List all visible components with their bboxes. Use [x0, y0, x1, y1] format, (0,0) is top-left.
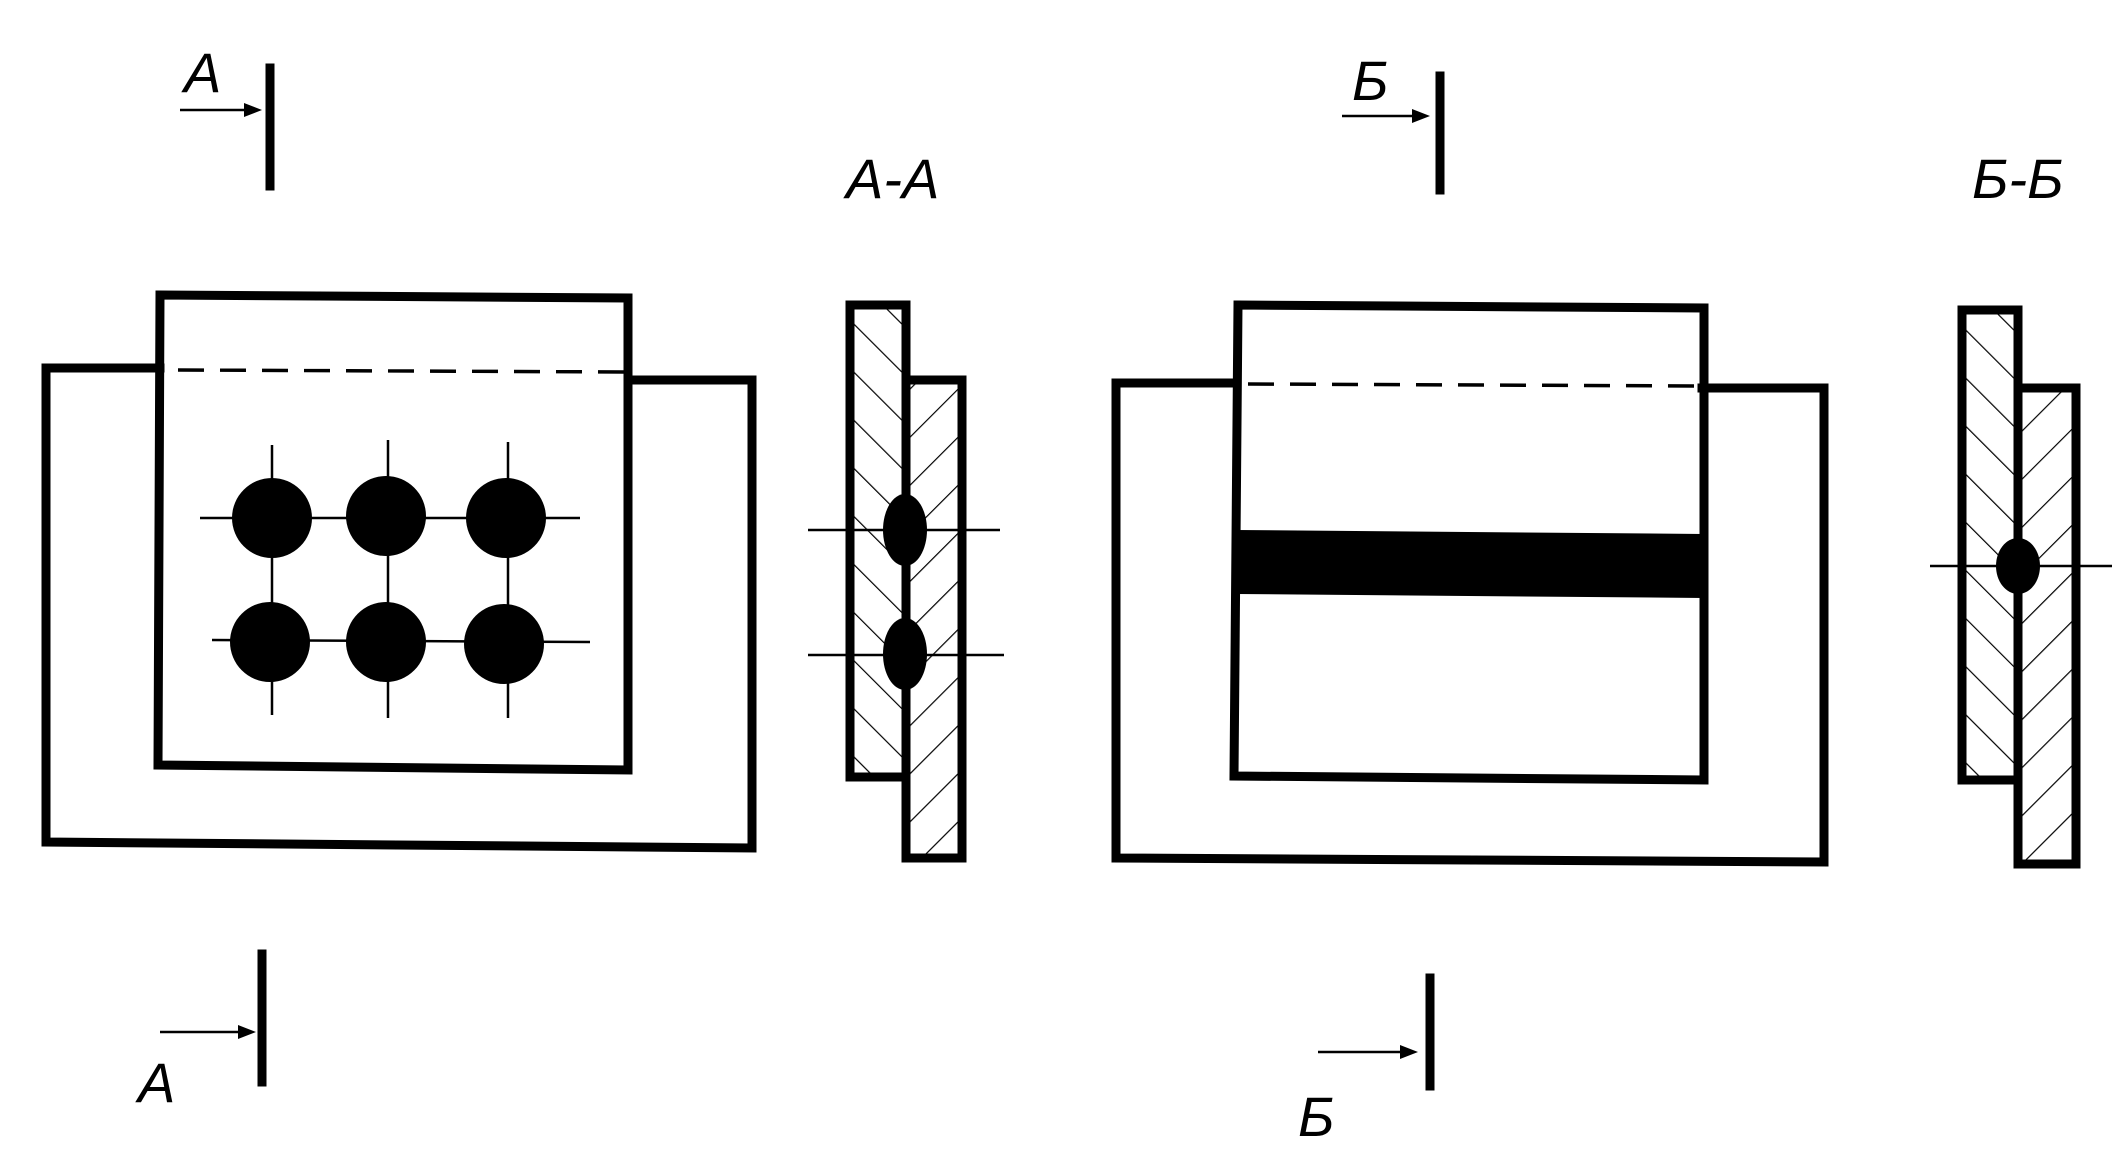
weld-seam — [1236, 530, 1704, 598]
bottom-plate-outline — [41, 363, 757, 853]
rivet-head — [346, 602, 426, 682]
cut-label-b-bottom: Б — [1298, 1085, 1334, 1148]
cut-arrowhead-a-top — [244, 103, 262, 117]
section-a-a: А-А — [808, 147, 1004, 863]
cut-label-a-top: А — [181, 41, 221, 104]
rivet-head — [346, 476, 426, 556]
rivet-head — [232, 478, 312, 558]
section-b-b: Б-Б — [1930, 147, 2112, 869]
section-b-plate-right — [2013, 383, 2081, 869]
cut-label-b-top: Б — [1352, 49, 1388, 112]
section-label-a-a: А-А — [843, 147, 939, 210]
section-a-plate-right-hatch — [906, 380, 962, 858]
cut-marker-b-bottom: Б — [1298, 973, 1435, 1148]
top-plate-outline — [153, 290, 633, 775]
cut-label-a-bottom: А — [135, 1051, 175, 1114]
riveted-joint-view: А — [41, 41, 757, 1114]
welded-hidden-edge-line — [1247, 382, 1701, 388]
cut-arrowhead-a-bottom — [238, 1025, 256, 1039]
cut-marker-a-top: А — [180, 41, 275, 191]
rivet-grid — [230, 476, 546, 684]
section-a-plate-right — [901, 375, 967, 863]
hidden-edge-line — [177, 368, 627, 374]
section-b-plate-right-hatch — [2018, 388, 2076, 864]
section-label-b-b: Б-Б — [1972, 147, 2064, 210]
cut-arrowhead-b-bottom — [1400, 1045, 1418, 1059]
rivet-head — [230, 602, 310, 682]
cut-arrowhead-b-top — [1412, 109, 1430, 123]
rivet-head — [464, 604, 544, 684]
rivet-head — [466, 478, 546, 558]
cut-marker-b-top: Б — [1342, 49, 1445, 195]
welded-top-plate-outline — [1229, 300, 1709, 785]
welded-joint-view: Б Б — [1111, 49, 1829, 1148]
cut-marker-a-bottom: А — [135, 949, 267, 1114]
welded-bottom-plate-outline — [1111, 378, 1829, 867]
